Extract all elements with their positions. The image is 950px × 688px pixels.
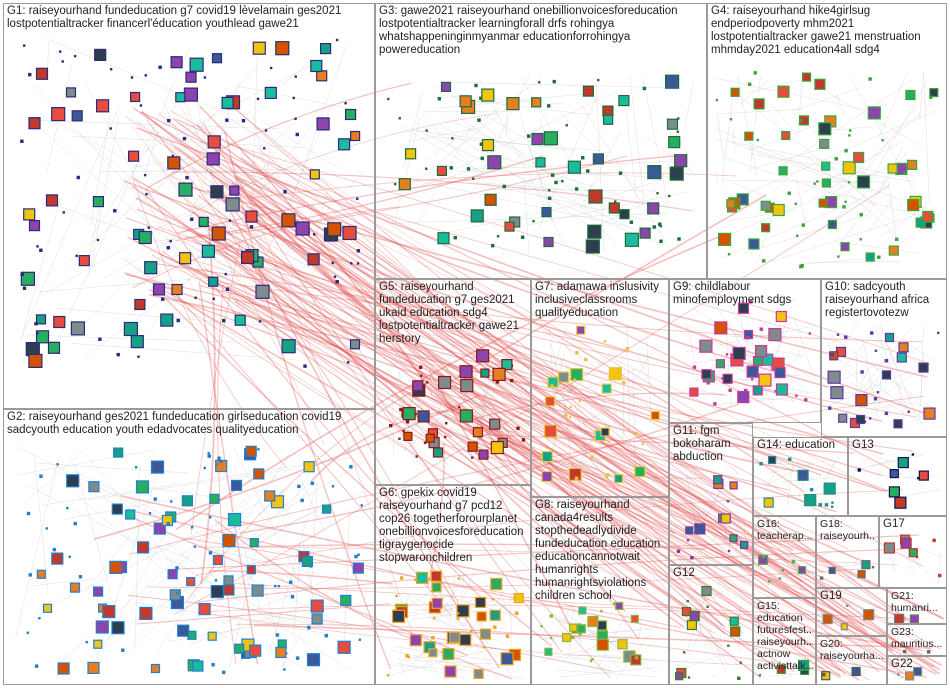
group-box-g7: G7: adamawa inslusivity inclusiveclassro… <box>531 279 669 497</box>
group-box-g5: G5: raiseyourhand fundeducation g7 ges20… <box>375 279 531 485</box>
group-box-g10: G10: sadcyouth raiseyourhand africa regi… <box>821 279 947 437</box>
group-label-g11: G11: fgm bokoharam abduction <box>673 425 750 464</box>
group-label-g5: G5: raiseyourhand fundeducation g7 ges20… <box>379 281 528 346</box>
group-label-g6: G6: gpekix covid19 raiseyourhand g7 pcd1… <box>379 487 528 565</box>
group-label-g9: G9: childlabour minofemployment sdgs <box>673 281 818 307</box>
group-box-g17: G17 <box>879 516 947 588</box>
group-label-g1: G1: raiseyourhand fundeducation g7 covid… <box>7 5 372 31</box>
group-box-g14: G14: education <box>753 437 848 516</box>
group-label-g23: G23: mauritius... <box>891 626 944 650</box>
group-label-g21: G21: humanri... <box>891 590 944 614</box>
group-box-g11: G11: fgm bokoharam abduction <box>669 423 753 565</box>
group-label-g4: G4: raiseyourhand hike4girlsug endperiod… <box>711 5 944 57</box>
group-label-g19: G19 <box>820 590 884 603</box>
group-label-g20: G20: raiseyourha... <box>820 638 884 662</box>
group-label-g14: G14: education <box>757 439 845 452</box>
group-label-g16: G16: teacherap... <box>757 518 813 542</box>
group-label-g10: G10: sadcyouth raiseyourhand africa regi… <box>825 281 944 320</box>
group-label-g13: G13 <box>852 439 944 452</box>
group-box-g22: G22 <box>887 656 947 685</box>
group-label-g7: G7: adamawa inslusivity inclusiveclassro… <box>535 281 666 320</box>
group-box-g18: G18: raiseyourh... <box>816 516 879 588</box>
group-box-g1: G1: raiseyourhand fundeducation g7 covid… <box>3 3 375 409</box>
group-label-g3: G3: gawe2021 raiseyourhand onebillionvoi… <box>379 5 704 57</box>
group-label-g22: G22 <box>891 658 944 671</box>
group-box-g2: G2: raiseyourhand ges2021 fundeducation … <box>3 409 375 685</box>
group-label-g17: G17 <box>883 518 944 531</box>
group-label-g12: G12 <box>673 567 750 580</box>
group-box-g21: G21: humanri... <box>887 588 947 624</box>
group-box-g4: G4: raiseyourhand hike4girlsug endperiod… <box>707 3 947 279</box>
group-box-g16: G16: teacherap... <box>753 516 816 598</box>
group-label-g18: G18: raiseyourh... <box>820 518 876 542</box>
group-box-g8: G8: raiseyourhand canada4results stopthe… <box>531 497 669 685</box>
group-box-g23: G23: mauritius... <box>887 624 947 656</box>
group-label-g15: G15: education futuresfest... raiseyourh… <box>757 600 813 672</box>
group-label-g8: G8: raiseyourhand canada4results stopthe… <box>535 499 666 603</box>
group-box-g12: G12 <box>669 565 753 685</box>
group-box-g3: G3: gawe2021 raiseyourhand onebillionvoi… <box>375 3 707 279</box>
group-label-g2: G2: raiseyourhand ges2021 fundeducation … <box>7 411 372 437</box>
group-box-g15: G15: education futuresfest... raiseyourh… <box>753 598 816 685</box>
group-box-g6: G6: gpekix covid19 raiseyourhand g7 pcd1… <box>375 485 531 685</box>
group-box-g9: G9: childlabour minofemployment sdgs <box>669 279 821 423</box>
group-box-g19: G19 <box>816 588 887 636</box>
group-box-g13: G13 <box>848 437 947 516</box>
group-box-g20: G20: raiseyourha... <box>816 636 887 685</box>
